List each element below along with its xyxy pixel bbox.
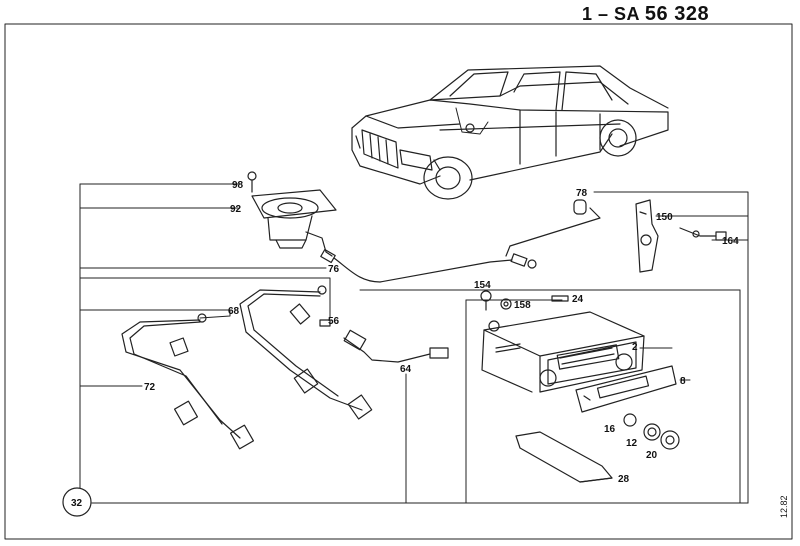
callout-92: 92 bbox=[230, 204, 242, 215]
speaker-cable-right bbox=[239, 285, 373, 420]
callout-24: 24 bbox=[572, 294, 584, 305]
speaker-screw bbox=[247, 171, 257, 193]
callout-20: 20 bbox=[646, 450, 658, 461]
callout-78: 78 bbox=[576, 188, 588, 199]
car-radio bbox=[481, 311, 645, 393]
mounting-bracket bbox=[635, 199, 659, 273]
diagram-code-number: 56 328 bbox=[644, 3, 710, 25]
callout-16: 16 bbox=[604, 424, 616, 435]
callout-150: 150 bbox=[656, 212, 673, 223]
callout-158: 158 bbox=[514, 300, 531, 311]
small-parts bbox=[480, 290, 680, 450]
callout-72: 72 bbox=[144, 382, 156, 393]
callout-154: 154 bbox=[474, 280, 491, 291]
print-date: 12.82 bbox=[779, 495, 789, 518]
callout-164: 164 bbox=[722, 236, 739, 247]
diagram-code-prefix: 1 – SA bbox=[582, 4, 640, 24]
car-illustration bbox=[351, 65, 669, 200]
speaker bbox=[251, 189, 337, 264]
callout-68: 68 bbox=[228, 306, 240, 317]
connector-lead bbox=[679, 227, 727, 241]
callout-98: 98 bbox=[232, 180, 244, 191]
reference-circle bbox=[62, 487, 92, 517]
antenna-adapter bbox=[319, 319, 449, 363]
callout-2: 2 bbox=[632, 342, 638, 353]
cassette-pouch bbox=[515, 431, 613, 483]
callout-lines bbox=[79, 183, 749, 504]
callout-56: 56 bbox=[328, 316, 340, 327]
callout-28: 28 bbox=[618, 474, 630, 485]
sheet-frame bbox=[4, 23, 793, 540]
callout-32: 32 bbox=[71, 498, 83, 509]
diagram-code: 1 – SA 56 328 bbox=[582, 3, 709, 26]
faceplate bbox=[575, 365, 677, 413]
callout-64: 64 bbox=[400, 364, 412, 375]
callout-8: 8 bbox=[680, 376, 686, 387]
antenna-cable bbox=[333, 199, 601, 283]
callout-76: 76 bbox=[328, 264, 340, 275]
callout-12: 12 bbox=[626, 438, 638, 449]
speaker-cable-left bbox=[121, 313, 255, 450]
